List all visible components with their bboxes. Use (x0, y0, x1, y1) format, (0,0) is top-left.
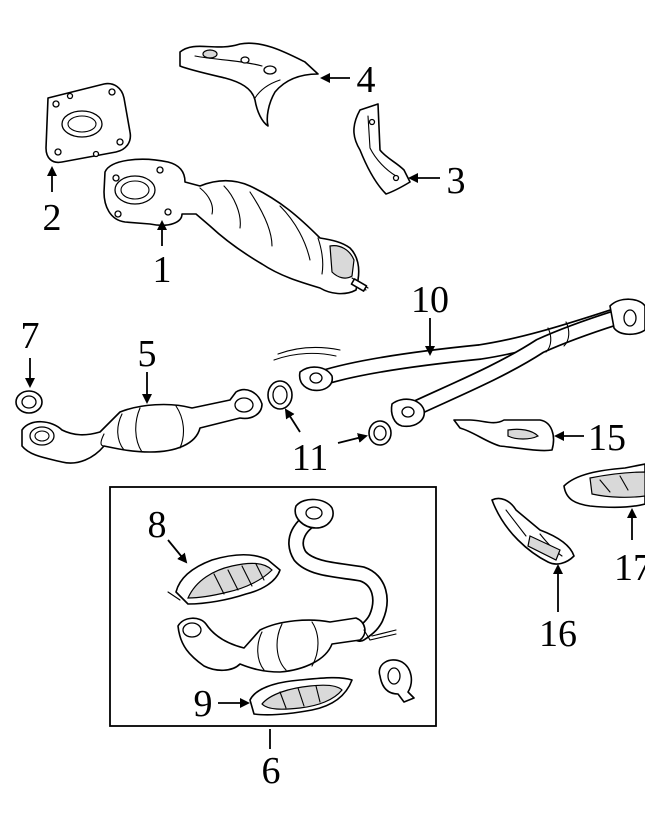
callout-9: 9 (194, 683, 213, 725)
callout-5: 5 (138, 333, 157, 375)
part-2-manifold-gasket[interactable] (45, 82, 132, 164)
callout-7: 7 (21, 315, 40, 357)
callout-6: 6 (262, 750, 281, 792)
callout-4: 4 (357, 59, 376, 101)
callout-1: 1 (153, 249, 172, 291)
part-11-gasket-upper[interactable] (267, 380, 293, 410)
leader-11-upper (284, 408, 301, 433)
callout-16: 16 (539, 613, 577, 655)
part-11-gasket-lower[interactable] (368, 420, 392, 446)
part-6-assembly-box (109, 486, 437, 727)
part-17-heat-shield[interactable] (563, 463, 645, 509)
part-7-gasket-ring[interactable] (15, 390, 43, 414)
callout-15: 15 (588, 417, 626, 459)
part-10-y-pipe[interactable] (273, 298, 645, 428)
callout-2: 2 (43, 197, 62, 239)
part-16-heat-shield-bracket[interactable] (491, 497, 575, 565)
part-5-front-pipe-converter[interactable] (21, 388, 263, 464)
leader-11-lower (337, 433, 368, 444)
part-6-clamp[interactable] (378, 659, 415, 703)
part-6-pipe-assembly[interactable] (177, 498, 397, 673)
part-3-bracket[interactable] (353, 103, 411, 195)
callout-11: 11 (292, 437, 329, 479)
part-15-heat-shield[interactable] (453, 419, 555, 452)
part-9-heat-shield-lower[interactable] (249, 676, 353, 716)
callout-8: 8 (148, 504, 167, 546)
callout-3: 3 (447, 160, 466, 202)
part-4-upper-heat-shield[interactable] (179, 42, 319, 127)
part-8-converter-shield[interactable] (167, 553, 281, 605)
part-1-manifold-converter[interactable] (103, 158, 369, 295)
callout-17: 17 (614, 547, 645, 589)
callout-10: 10 (411, 279, 449, 321)
leader-8 (167, 539, 188, 564)
